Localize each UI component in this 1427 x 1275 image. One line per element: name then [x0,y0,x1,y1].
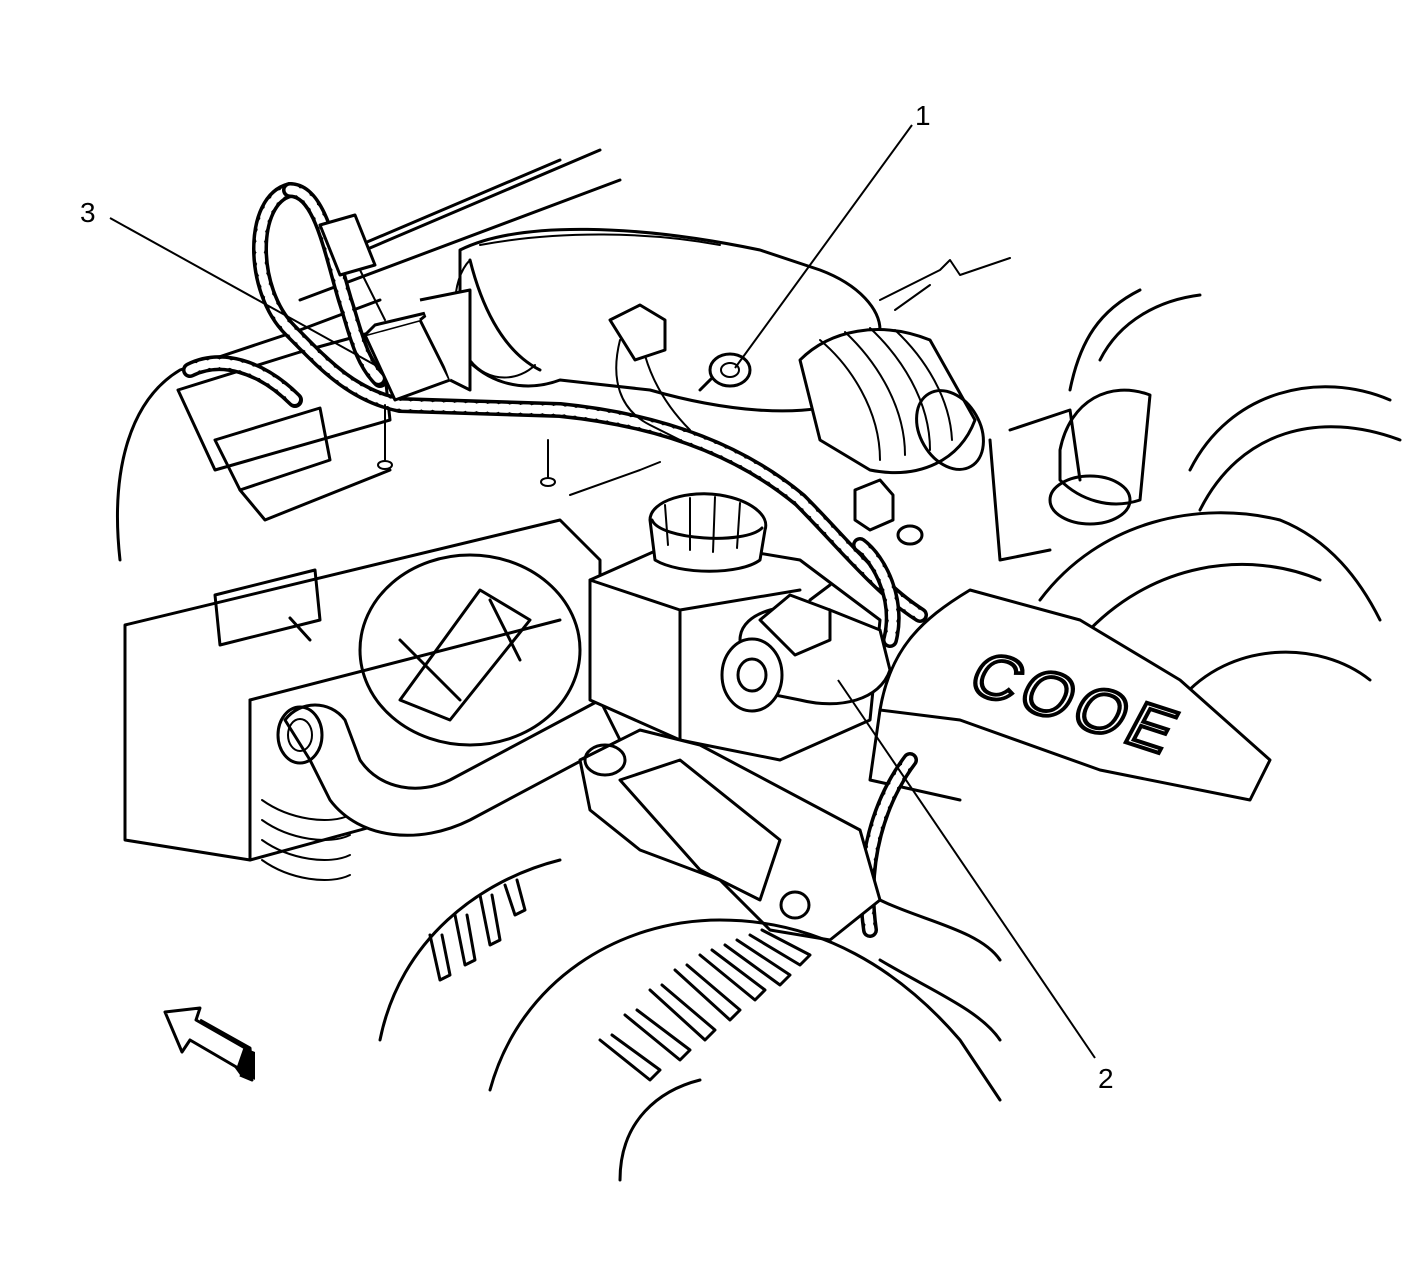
coolant-hose [276,698,622,837]
leader-line-2 [837,679,1096,1059]
leader-line-1 [734,124,913,369]
callout-label-2: 2 [1098,1063,1114,1094]
air-intake-duct [458,227,1011,475]
leader-line-3 [109,217,376,366]
forward-direction-arrow-icon [163,1006,255,1082]
callout-leaders [109,124,1096,1059]
engine-cover: COOE [868,588,1272,802]
wiring-harness [182,182,928,938]
callout-label-3: 3 [80,197,96,228]
radiator-support [378,728,1002,1182]
solenoid-sensor [720,583,892,713]
callout-label-1: 1 [915,100,931,131]
connectors [318,213,924,546]
engine-right-side [988,288,1402,702]
